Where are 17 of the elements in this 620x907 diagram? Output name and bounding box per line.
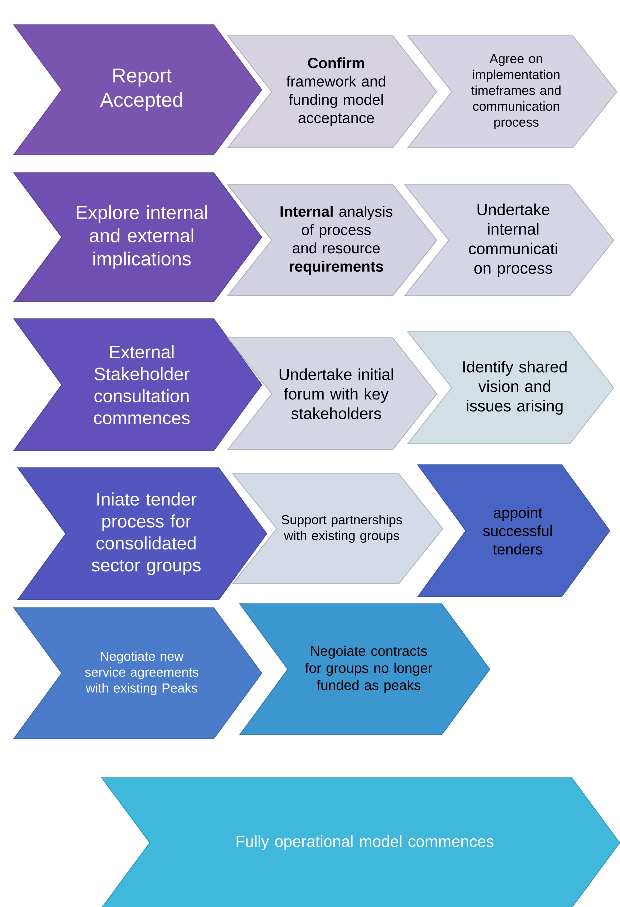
chevron-box: appoint successful tenders — [417, 464, 610, 598]
chevron-box: Fully operational model commences — [101, 778, 620, 907]
chevron-box: Internal analysis of process and resource requirements — [227, 184, 438, 296]
node-label: Undertake internal communicati on process — [469, 204, 558, 278]
chevron-box: Report Accepted — [13, 24, 262, 156]
chevron-box: Support partnerships with existing groups — [232, 474, 444, 584]
chevron-box: Confirm framework and funding model acceptance — [227, 36, 438, 148]
chevron-box: External Stakeholder consultation commences — [13, 318, 262, 452]
chevron-box: Agree on implementation timeframes and communication process — [407, 36, 618, 148]
chevron-box: Negoiate contracts for groups no longer funded as peaks — [239, 604, 490, 736]
chevron-box: Explore internal and external implications — [13, 172, 262, 302]
chevron-box: Identify shared vision and issues arising — [407, 332, 614, 444]
chevron-box: Undertake initial forum with key stakeholders — [227, 338, 438, 450]
chevron-box: Negotiate new service agreements with existing Peaks — [13, 608, 262, 740]
node-label: Agree on implementation timeframes and communication process — [472, 54, 561, 130]
chevron-box: Iniate tender process for consolidated sector groups — [17, 468, 268, 600]
chevron-box: Undertake internal communicati on process — [404, 184, 614, 296]
